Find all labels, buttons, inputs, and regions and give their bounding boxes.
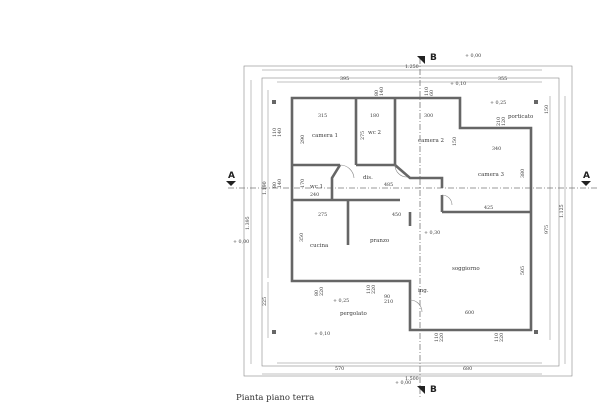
room-label-soggiorno: soggiorno bbox=[452, 266, 480, 272]
opening-80-220: 80220 bbox=[314, 287, 325, 296]
level-portico-step: + 0,10 bbox=[450, 81, 466, 87]
section-arrow-a-right bbox=[581, 181, 591, 186]
level-garden: + 0,10 bbox=[314, 331, 330, 337]
level-portico: + 0,25 bbox=[490, 100, 506, 106]
opening-80-140: 80140 bbox=[374, 87, 385, 96]
room-label-cucina: cucina bbox=[310, 243, 329, 249]
section-label-a-left: A bbox=[228, 171, 235, 181]
opening-110-60: 11060 bbox=[424, 87, 435, 96]
room-label-wc2: wc 2 bbox=[368, 130, 381, 136]
room-label-camera2: camera 2 bbox=[418, 138, 444, 144]
column bbox=[272, 330, 276, 334]
dim-left-total: 1.395 bbox=[245, 216, 251, 230]
section-arrow-b-top bbox=[417, 56, 425, 64]
column bbox=[534, 100, 538, 104]
opening-110-220: 110220 bbox=[366, 285, 377, 294]
dim-vert-290: 290 bbox=[300, 135, 306, 144]
columns bbox=[272, 100, 538, 334]
dim-450: 450 bbox=[392, 212, 401, 218]
dim-top-left: 395 bbox=[340, 76, 349, 82]
door-swings bbox=[339, 164, 453, 313]
opening-110-220-bottom: 110220 bbox=[434, 333, 445, 342]
section-label-a-right: A bbox=[583, 171, 590, 181]
dim-left-lower: 225 bbox=[262, 297, 268, 306]
room-label-camera1: camera 1 bbox=[312, 133, 338, 139]
dim-340: 340 bbox=[492, 146, 501, 152]
dim-vert-150: 150 bbox=[452, 137, 458, 146]
opening-80-140-left: 80140 bbox=[272, 179, 283, 188]
dim-right-505: 505 bbox=[520, 266, 526, 275]
dim-bottom-right: 680 bbox=[463, 366, 472, 372]
room-label-dis: dis. bbox=[363, 175, 373, 181]
level-top: + 0,00 bbox=[465, 53, 481, 59]
level-bottom: + 0,00 bbox=[395, 380, 411, 386]
dim-right-top: 150 bbox=[544, 105, 550, 114]
dim-vert-350: 350 bbox=[299, 233, 305, 242]
wall-camera2-bottom bbox=[394, 164, 444, 188]
dim-425: 425 bbox=[484, 205, 493, 211]
inner-boundary-line bbox=[261, 77, 560, 367]
outer-boundary-line bbox=[243, 65, 573, 377]
room-label-camera3: camera 3 bbox=[478, 172, 504, 178]
drawing-caption: Pianta piano terra bbox=[236, 393, 314, 403]
walls bbox=[290, 96, 533, 332]
column bbox=[272, 100, 276, 104]
section-label-b-bottom: B bbox=[430, 385, 437, 395]
door-swing bbox=[441, 194, 453, 206]
opening-210-120: 210120 bbox=[496, 117, 507, 126]
door-swing bbox=[339, 164, 355, 179]
dim-485: 485 bbox=[384, 182, 393, 188]
room-label-pranzo: pranzo bbox=[370, 238, 390, 244]
door-swing bbox=[409, 299, 423, 313]
dim-total-bottom: 1.500 bbox=[405, 376, 419, 382]
section-label-b-top: B bbox=[430, 53, 437, 63]
dim-240: 240 bbox=[310, 192, 319, 198]
dim-315: 315 bbox=[318, 113, 327, 119]
level-left: + 0,00 bbox=[233, 239, 249, 245]
dim-vert-275: 275 bbox=[360, 131, 366, 140]
column bbox=[534, 330, 538, 334]
section-arrow-b-bottom bbox=[417, 386, 425, 394]
site-boundary bbox=[243, 65, 573, 377]
room-label-pergolato: pergolato bbox=[340, 311, 367, 317]
exterior-wall bbox=[290, 96, 533, 332]
dim-600: 600 bbox=[465, 310, 474, 316]
room-label-wc1: wc 1 bbox=[310, 184, 323, 190]
dim-right-inner: 975 bbox=[544, 225, 550, 234]
dim-right-380: 380 bbox=[520, 169, 526, 178]
dimension-lines bbox=[250, 69, 566, 375]
door-swing bbox=[394, 164, 408, 178]
opening-110-140: 110140 bbox=[272, 128, 283, 137]
dim-right-total: 1.125 bbox=[559, 204, 565, 218]
wall-wc1-right bbox=[330, 164, 342, 200]
dim-left-inner: 1.190 bbox=[262, 181, 268, 195]
dim-300: 300 bbox=[424, 113, 433, 119]
section-arrow-a-left bbox=[226, 181, 236, 186]
level-pergola: + 0,25 bbox=[333, 298, 349, 304]
room-label-ing: ing. bbox=[418, 288, 429, 294]
level-interior: + 0,30 bbox=[424, 230, 440, 236]
dim-vert-170: 170 bbox=[300, 179, 306, 188]
dim-total-top: 1.250 bbox=[405, 64, 419, 70]
dim-180: 180 bbox=[370, 113, 379, 119]
dim-top-right: 355 bbox=[498, 76, 507, 82]
room-label-porticato: porticato bbox=[508, 114, 534, 120]
opening-110-220-bottom-right: 110220 bbox=[494, 333, 505, 342]
dim-bottom-left: 570 bbox=[335, 366, 344, 372]
dim-275: 275 bbox=[318, 212, 327, 218]
